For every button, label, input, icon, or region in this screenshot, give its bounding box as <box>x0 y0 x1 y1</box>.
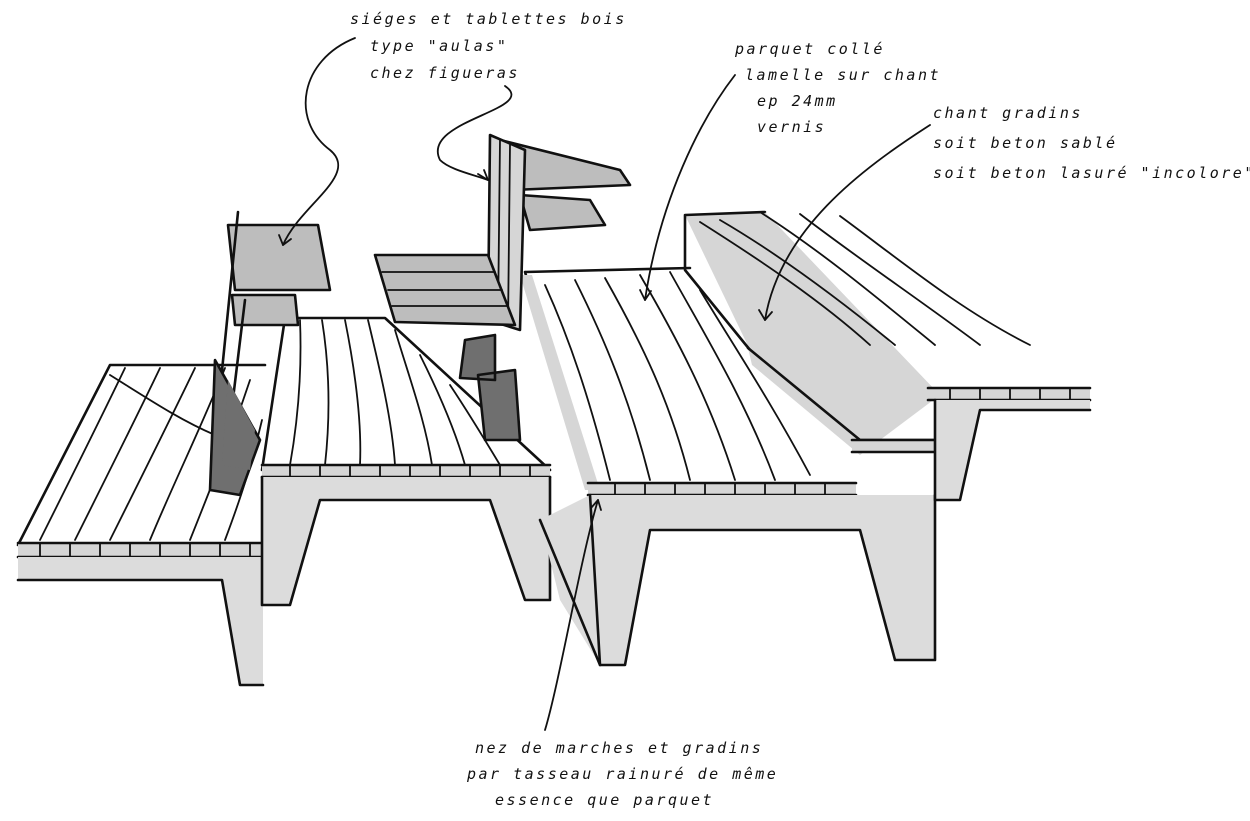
annotation-parquet: parquet collé lamelle sur chant ep 24mm … <box>735 36 941 140</box>
annotation-parquet-line3: ep 24mm <box>757 92 838 110</box>
annotation-chant-line1: chant gradins <box>933 104 1083 122</box>
annotation-nez-line2: par tasseau rainuré de même <box>467 765 779 783</box>
annotation-parquet-line4: vernis <box>757 118 827 136</box>
annotation-nez-line1: nez de marches et gradins <box>475 739 764 757</box>
annotation-chant: chant gradins soit beton sablé soit beto… <box>933 98 1250 188</box>
annotation-nez-line3: essence que parquet <box>495 791 715 809</box>
middle-step-block <box>260 316 552 607</box>
annotation-chant-line2: soit beton sablé <box>933 134 1118 152</box>
annotation-seats-line2: type "aulas" <box>370 37 509 55</box>
annotation-seats: siéges et tablettes bois type "aulas" ch… <box>350 6 627 87</box>
annotation-seats-line1: siéges et tablettes bois <box>350 10 627 28</box>
left-floor-platform <box>16 363 267 687</box>
leader-lines <box>278 37 931 731</box>
central-slope-block <box>520 266 937 667</box>
annotation-parquet-line2: lamelle sur chant <box>745 66 942 84</box>
left-seat <box>208 210 332 497</box>
upper-right-gradin <box>683 210 1092 502</box>
annotation-chant-line3: soit beton lasuré "incolore" <box>933 164 1250 182</box>
right-chair <box>373 133 632 442</box>
annotation-parquet-line1: parquet collé <box>735 40 885 58</box>
annotation-seats-line3: chez figueras <box>370 64 520 82</box>
annotation-nez: nez de marches et gradins par tasseau ra… <box>467 735 778 813</box>
